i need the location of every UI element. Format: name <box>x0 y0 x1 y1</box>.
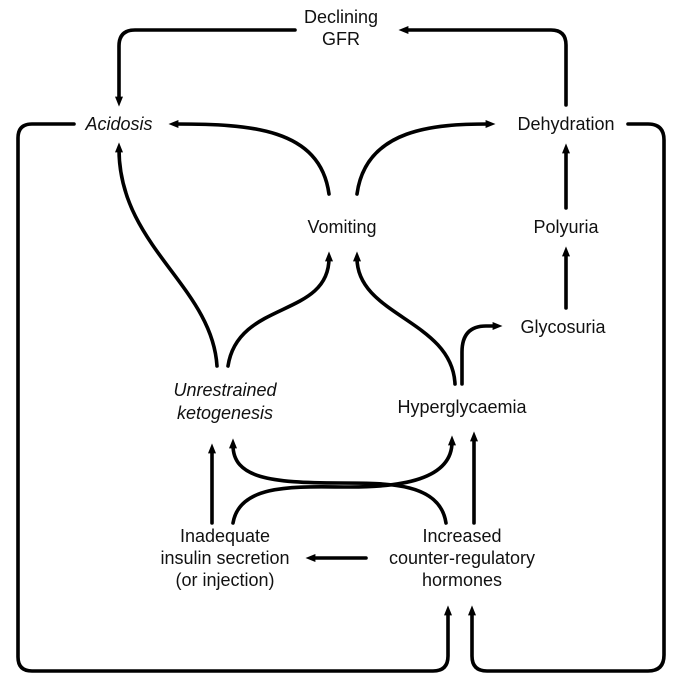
glycosuria-label: Glycosuria <box>520 317 606 337</box>
edges <box>16 26 666 673</box>
edge-vomiting-to-acidosis <box>168 120 331 196</box>
edge-ketogenesis-to-vomiting <box>226 251 333 368</box>
hyperglycaemia-label: Hyperglycaemia <box>397 397 527 417</box>
node-vomiting: Vomiting <box>307 217 376 237</box>
insulin-line-2: insulin secretion <box>160 548 289 568</box>
edge-vomiting-to-dehydration <box>355 120 496 196</box>
node-hyperglycaemia: Hyperglycaemia <box>397 397 527 417</box>
node-dehydration: Dehydration <box>517 114 614 134</box>
node-unrestrained-ketogenesis: Unrestrained ketogenesis <box>173 380 277 423</box>
declining-gfr-line-2: GFR <box>322 29 360 49</box>
edge-insulin-to-hyperglycaemia <box>231 435 456 525</box>
ketogenesis-line-1: Unrestrained <box>173 380 277 400</box>
node-declining-gfr: Declining GFR <box>304 7 378 49</box>
edge-dehydration-to-declining-gfr <box>398 26 568 107</box>
edge-declining-gfr-to-acidosis <box>115 28 297 107</box>
edge-acidosis-to-counter <box>16 122 452 673</box>
node-acidosis: Acidosis <box>84 114 152 134</box>
polyuria-label: Polyuria <box>533 217 599 237</box>
acidosis-label: Acidosis <box>84 114 152 134</box>
edge-hyperglycaemia-to-vomiting <box>353 251 457 386</box>
node-glycosuria: Glycosuria <box>520 317 606 337</box>
node-inadequate-insulin: Inadequate insulin secretion (or injecti… <box>160 526 289 590</box>
declining-gfr-line-1: Declining <box>304 7 378 27</box>
vomiting-label: Vomiting <box>307 217 376 237</box>
dehydration-label: Dehydration <box>517 114 614 134</box>
edge-ketogenesis-to-acidosis <box>115 142 219 368</box>
insulin-line-1: Inadequate <box>180 526 270 546</box>
insulin-line-3: (or injection) <box>175 570 274 590</box>
edge-dehydration-to-counter <box>468 122 666 673</box>
ketogenesis-line-2: ketogenesis <box>177 403 273 423</box>
counter-line-3: hormones <box>422 570 502 590</box>
counter-line-1: Increased <box>422 526 501 546</box>
edge-counter-to-ketogenesis <box>229 438 448 525</box>
node-polyuria: Polyuria <box>533 217 599 237</box>
node-counter-regulatory: Increased counter-regulatory hormones <box>389 526 535 590</box>
edge-hyperglycaemia-to-glycosuria <box>460 322 503 386</box>
counter-line-2: counter-regulatory <box>389 548 535 568</box>
